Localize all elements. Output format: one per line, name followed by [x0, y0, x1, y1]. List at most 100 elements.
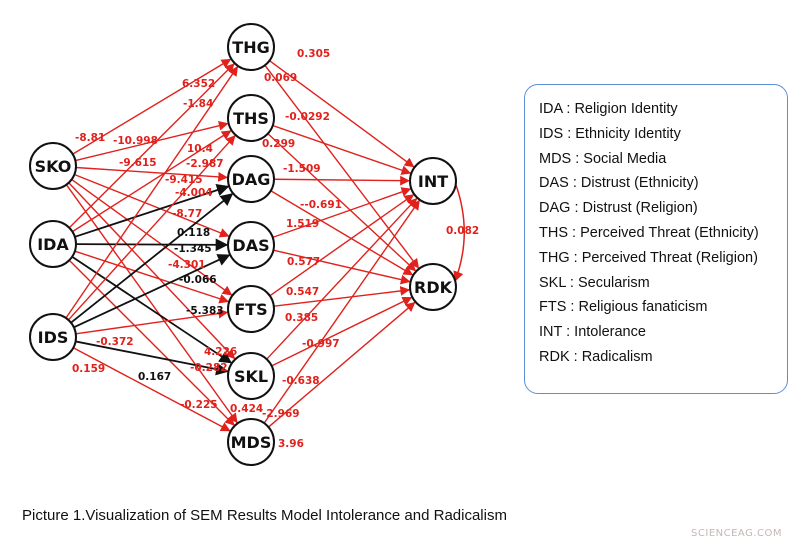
- coefficient-label: 6.352: [182, 78, 215, 90]
- coefficient-label: -8.77: [172, 208, 202, 220]
- coefficient-label: 3.96: [278, 438, 304, 450]
- node-circle: [227, 418, 275, 466]
- edge-MDS-RDK: [268, 301, 416, 428]
- node-ida: IDA: [29, 220, 77, 268]
- coefficient-label: -8.81: [75, 132, 105, 144]
- coefficient-label: 4.226: [204, 346, 237, 358]
- legend-item: INT : Intolerance: [539, 324, 646, 341]
- node-circle: [227, 221, 275, 269]
- edge-THS-RDK: [267, 133, 417, 272]
- edge-IDS-THS: [67, 135, 236, 321]
- coefficient-label: 0.385: [285, 312, 318, 324]
- node-circle: [29, 142, 77, 190]
- node-label: SKL: [234, 367, 268, 386]
- node-rdk: RDK: [409, 263, 457, 311]
- node-int: INT: [409, 157, 457, 205]
- edge-SKL-INT: [266, 197, 418, 360]
- coefficient-label: -1.345: [174, 243, 212, 255]
- node-label: DAG: [232, 170, 271, 189]
- legend-item: THS : Perceived Threat (Ethnicity): [539, 224, 759, 241]
- node-circle: [227, 155, 275, 203]
- edge-SKO-DAG: [75, 166, 229, 182]
- edge-THG-RDK: [264, 64, 420, 269]
- edge-FTS-INT: [269, 194, 415, 297]
- edge-SKO-THG: [72, 58, 232, 155]
- edge-FTS-RDK: [273, 286, 411, 307]
- legend-item: IDS : Ethnicity Identity: [539, 125, 681, 142]
- coefficient-label: 0.577: [287, 256, 320, 268]
- coefficient-label: -0.066: [179, 274, 217, 286]
- edge-DAG-INT: [273, 175, 410, 186]
- coefficient-label: 0.167: [138, 371, 171, 383]
- coefficient-label: 0.118: [177, 227, 210, 239]
- node-thg: THG: [227, 23, 275, 71]
- coefficient-label: -4.004: [175, 187, 213, 199]
- node-sko: SKO: [29, 142, 77, 190]
- edge-SKO-SKL: [68, 182, 236, 360]
- sem-path-diagram: SKO IDA IDS THG THS DAG DAS FTS SKL MDS INT RDK -8.…: [29, 23, 479, 466]
- path-arrows: [65, 58, 465, 432]
- edge-DAS-RDK: [273, 249, 411, 285]
- edge-INT-RDK: [453, 184, 465, 282]
- node-fts: FTS: [227, 285, 275, 333]
- legend-item: THG : Perceived Threat (Religion): [539, 249, 758, 266]
- coefficient-label: -9.415: [165, 174, 203, 186]
- node-label: IDS: [38, 328, 69, 347]
- coefficient-label: 1.519: [286, 218, 319, 230]
- coefficient-label: -0.372: [96, 336, 134, 348]
- coefficient-label: 0.305: [297, 48, 330, 60]
- path-coefficients: -8.81-10.998-9.6156.352-1.8410.4-2.987-9…: [72, 48, 479, 450]
- node-circle: [29, 313, 77, 361]
- node-circle: [227, 94, 275, 142]
- edge-IDS-THG: [65, 66, 239, 319]
- node-label: MDS: [231, 433, 272, 452]
- node-label: INT: [418, 172, 448, 191]
- coefficient-label: -10.998: [113, 135, 158, 147]
- coefficient-label: --0.691: [300, 199, 342, 211]
- node-skl: SKL: [227, 352, 275, 400]
- legend-item: RDK : Radicalism: [539, 348, 653, 365]
- variable-nodes: SKO IDA IDS THG THS DAG DAS FTS SKL MDS INT RDK: [29, 23, 457, 466]
- coefficient-label: 0.082: [446, 225, 479, 237]
- edge-MDS-INT: [263, 199, 420, 424]
- watermark: SCIENCEAG.COM: [691, 528, 782, 539]
- coefficient-label: 0.424: [230, 403, 263, 415]
- node-label: FTS: [234, 300, 267, 319]
- edge-IDS-DAG: [70, 193, 234, 324]
- edge-IDA-SKL: [71, 256, 233, 364]
- edge-IDA-DAS: [75, 238, 229, 252]
- edge-IDA-FTS: [74, 250, 230, 304]
- edge-IDS-SKL: [75, 340, 229, 376]
- coefficient-label: 0.069: [264, 72, 297, 84]
- coefficient-label: -0.997: [302, 338, 340, 350]
- node-label: RDK: [414, 278, 453, 297]
- coefficient-label: 0.299: [262, 138, 295, 150]
- edge-SKO-THS: [75, 120, 229, 162]
- node-mds: MDS: [227, 418, 275, 466]
- edge-SKO-DAS: [74, 173, 230, 238]
- node-circle: [409, 157, 457, 205]
- node-circle: [227, 352, 275, 400]
- edge-IDS-MDS: [72, 347, 231, 432]
- coefficient-label: -4.301: [168, 259, 206, 271]
- legend-item: SKL : Secularism: [539, 274, 650, 291]
- node-circle: [409, 263, 457, 311]
- legend-item: DAG : Distrust (Religion): [539, 200, 698, 217]
- coefficient-label: -0.638: [282, 375, 320, 387]
- node-dag: DAG: [227, 155, 275, 203]
- coefficient-label: -0.282: [190, 362, 228, 374]
- coefficient-label: -0.0292: [285, 111, 330, 123]
- edge-DAS-INT: [272, 187, 412, 239]
- edge-IDA-THG: [68, 63, 235, 229]
- node-das: DAS: [227, 221, 275, 269]
- edge-THS-INT: [272, 124, 412, 175]
- coefficient-label: 10.4: [187, 143, 213, 155]
- legend-item: FTS : Religious fanaticism: [539, 299, 708, 316]
- coefficient-label: -0.225: [180, 399, 218, 411]
- node-label: THS: [233, 109, 269, 128]
- node-ids: IDS: [29, 313, 77, 361]
- edge-IDA-THS: [72, 130, 232, 233]
- node-label: IDA: [37, 235, 69, 254]
- coefficient-label: -5.383: [186, 305, 224, 317]
